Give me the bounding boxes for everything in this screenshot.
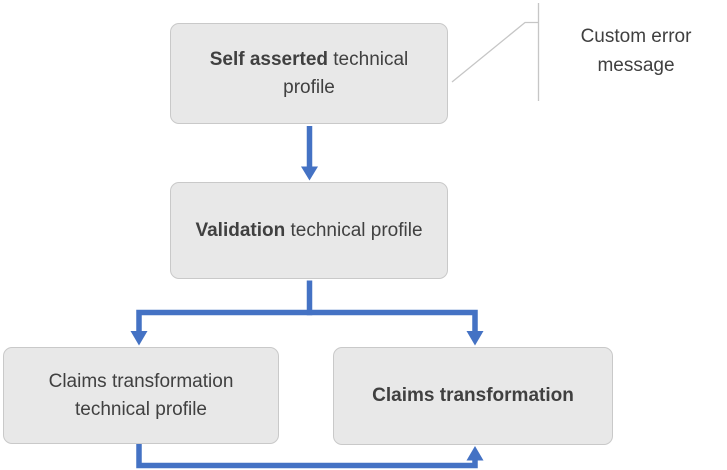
node-label: Claims transformation <box>372 385 574 406</box>
node-label-bold: Self asserted <box>209 48 328 70</box>
callout-custom-error-message: Custom error message <box>580 26 692 76</box>
node-label-rest: technical profile <box>285 219 423 241</box>
arrow-claims-tp-to-claims-transformation <box>136 444 484 469</box>
node-label: Validation technical profile <box>195 217 422 245</box>
callout-leader-line <box>451 3 540 101</box>
node-self-asserted-technical-profile: Self asserted technical profile <box>170 23 448 124</box>
arrow-validation-branch <box>130 280 484 346</box>
node-label: Self asserted technical profile <box>183 46 435 102</box>
arrow-self-asserted-to-validation <box>301 126 318 181</box>
node-label: Claims transformation technical profile <box>48 370 234 420</box>
node-label-bold: Validation <box>195 219 286 241</box>
node-claims-transformation-technical-profile: Claims transformation technical profile <box>3 347 279 444</box>
node-label-rest: technical profile <box>283 48 409 98</box>
node-claims-transformation: Claims transformation <box>333 347 613 445</box>
node-validation-technical-profile: Validation technical profile <box>170 182 448 279</box>
